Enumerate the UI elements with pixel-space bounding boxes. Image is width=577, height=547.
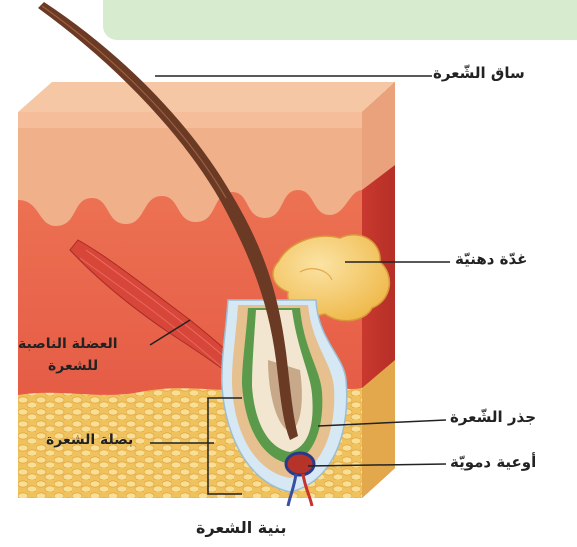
- label-blood-vessels: أوعية دمويّة: [450, 453, 536, 471]
- diagram-caption: بنية الشعرة: [196, 518, 287, 537]
- label-hair-root: جذر الشّعرة: [450, 408, 536, 426]
- label-hair-bulb: بصلة الشعرة: [46, 432, 133, 448]
- label-arrector-muscle: العضلة الناصبة: [18, 336, 118, 352]
- label-hair-shaft: ساق الشّعرة: [433, 64, 525, 82]
- label-sebaceous-gland: غدّة دهنيّة: [455, 250, 527, 268]
- label-arrector-muscle-line2: للشعرة: [48, 358, 98, 374]
